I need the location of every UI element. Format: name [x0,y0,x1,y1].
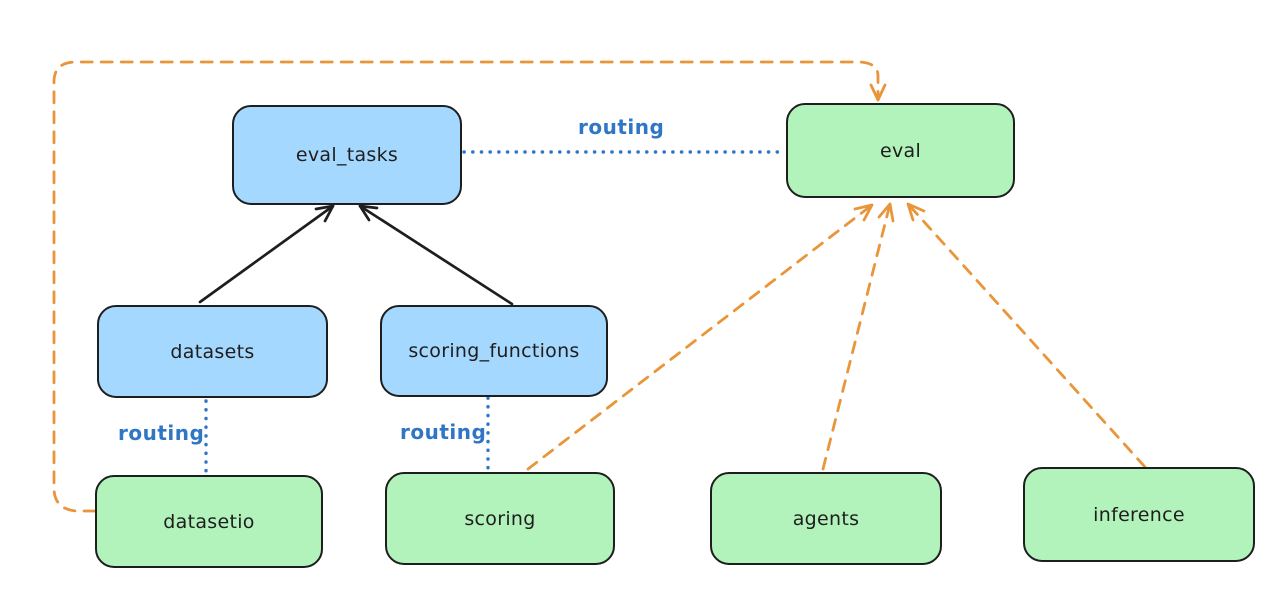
edge-label-routing-scoring-functions-scoring: routing [400,420,487,444]
arrowhead-datasets-to-eval-tasks [314,204,335,223]
node-eval-label: eval [879,139,922,162]
arrowhead-datasetio-to-eval [869,83,887,102]
node-scoring-functions: scoring_functions [380,305,608,397]
node-scoring: scoring [385,472,615,565]
node-agents-label: agents [792,507,860,530]
node-datasets-label: datasets [170,340,255,363]
node-agents: agents [710,472,942,565]
edge-label-routing-eval-tasks-eval: routing [578,115,665,139]
edge-label-routing-datasets-datasetio: routing [118,421,205,445]
node-scoring-label: scoring [464,507,536,530]
node-eval: eval [786,103,1015,198]
arrowhead-agents-to-eval [877,202,895,223]
edge-scoring-functions-to-eval-tasks [358,204,514,306]
edge-inference-to-eval [906,202,1147,469]
edge-agents-to-eval [821,202,892,471]
node-datasetio-label: datasetio [163,510,255,533]
node-eval-tasks: eval_tasks [232,105,462,205]
node-inference-label: inference [1093,503,1185,526]
node-datasetio: datasetio [95,475,323,568]
node-inference: inference [1023,467,1255,562]
arrowhead-inference-to-eval [906,202,926,222]
node-datasets: datasets [97,305,328,398]
arrowhead-scoring-to-eval [853,203,874,222]
edge-scoring-to-eval [526,203,874,471]
arrowhead-scoring-functions-to-eval-tasks [358,204,379,222]
node-eval-tasks-label: eval_tasks [295,144,399,166]
node-scoring-functions-label: scoring_functions [408,340,580,362]
edge-datasets-to-eval-tasks [198,204,335,304]
